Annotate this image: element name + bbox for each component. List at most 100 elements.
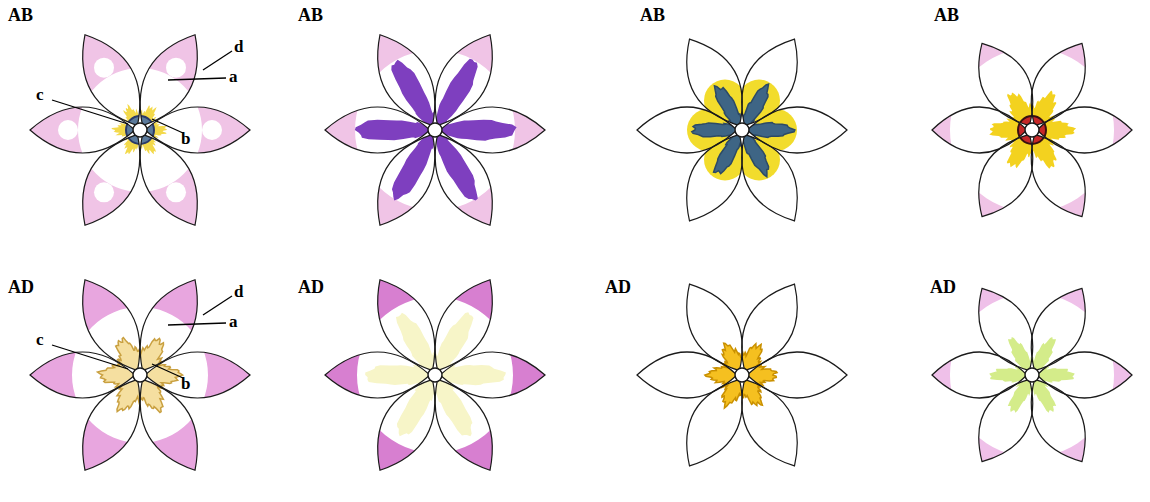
petal-pattern	[912, 10, 1150, 250]
color-spot	[94, 182, 114, 202]
petal-outline	[83, 379, 140, 470]
petal-pattern	[912, 255, 1150, 495]
part-label: a	[229, 68, 238, 87]
part-label: b	[181, 375, 190, 394]
part-label: d	[234, 283, 243, 302]
petal-outline	[435, 280, 492, 371]
petal-outline	[687, 39, 743, 126]
flower-center	[133, 123, 147, 137]
panel-label: AB	[8, 6, 33, 26]
color-band	[912, 255, 1150, 495]
petal-outline	[742, 284, 798, 371]
petal-outline	[687, 379, 743, 466]
color-spot	[202, 120, 222, 140]
petal-outline	[145, 107, 250, 153]
flower-center	[1025, 123, 1039, 137]
part-label: c	[36, 331, 44, 350]
petal-outline	[325, 107, 430, 153]
flower	[20, 10, 260, 250]
petal-outline	[378, 35, 435, 126]
petal-outline	[440, 352, 545, 398]
leader-line	[52, 345, 128, 369]
flower-center	[1025, 368, 1039, 382]
leader-line	[152, 364, 183, 378]
color-band	[315, 10, 555, 250]
center-ring	[126, 116, 154, 144]
leader-line	[203, 296, 232, 315]
petal-outline	[932, 107, 1027, 153]
leader-line	[52, 100, 128, 124]
color-spot	[58, 120, 78, 140]
petal-outline	[378, 134, 435, 225]
leader-line	[168, 78, 226, 80]
petal-outline	[687, 284, 743, 371]
petal-outline	[742, 134, 798, 221]
leader-line	[152, 119, 183, 133]
petal-outline	[435, 379, 492, 470]
panel-label: AD	[298, 278, 324, 298]
petal-outline	[979, 288, 1033, 370]
flower-center	[133, 368, 147, 382]
petal-outline	[932, 352, 1027, 398]
flower	[315, 255, 555, 495]
petal-pattern	[315, 255, 555, 495]
flower	[912, 255, 1150, 495]
petal-outline	[979, 379, 1033, 461]
petal-outline	[378, 280, 435, 371]
petal-outline	[747, 352, 847, 398]
flower	[315, 10, 555, 250]
petal-outline	[637, 352, 737, 398]
petal-outline	[30, 352, 135, 398]
petal-outline	[979, 43, 1033, 125]
color-band	[20, 255, 260, 495]
center-pattern	[355, 59, 517, 201]
petal-outline	[30, 107, 135, 153]
part-label: a	[229, 313, 238, 332]
panel-label: AD	[605, 278, 631, 298]
petal-outline	[742, 39, 798, 126]
petal-pattern	[20, 10, 260, 250]
petal-pattern	[705, 343, 777, 408]
center-ring	[1018, 116, 1046, 144]
color-spot	[94, 58, 114, 78]
color-spot	[166, 58, 186, 78]
part-label: c	[36, 86, 44, 105]
petal-outline	[1031, 379, 1085, 461]
flower-center	[735, 123, 749, 137]
panel-label: AB	[298, 6, 323, 26]
petal-outline	[325, 352, 430, 398]
petal-outline	[687, 134, 743, 221]
panel-label: AB	[934, 6, 959, 26]
petal-outline	[1031, 134, 1085, 216]
flower	[20, 255, 260, 495]
petal-pattern	[315, 10, 555, 250]
center-pattern	[705, 343, 777, 408]
petal-outline	[1037, 107, 1132, 153]
petal-pattern	[20, 255, 260, 495]
color-band	[315, 255, 555, 495]
part-label: d	[234, 38, 243, 57]
leader-line	[203, 51, 232, 70]
petal-outline	[979, 134, 1033, 216]
petal-outline	[435, 134, 492, 225]
flower	[912, 10, 1150, 250]
panel-label: AB	[640, 6, 665, 26]
flower	[637, 39, 847, 221]
petal-outline	[742, 379, 798, 466]
petal-outline	[145, 352, 250, 398]
part-label: b	[181, 130, 190, 149]
panel-label: AD	[8, 278, 34, 298]
petal-outline	[637, 107, 737, 153]
petal-outline	[440, 107, 545, 153]
flower-center	[428, 368, 442, 382]
center-pattern	[365, 312, 506, 436]
flower-center	[428, 123, 442, 137]
leader-line	[168, 323, 226, 325]
petal-outline	[378, 379, 435, 470]
petal-outline	[747, 107, 847, 153]
center-pattern	[989, 337, 1074, 413]
color-band	[912, 10, 1150, 250]
petal-outline	[435, 35, 492, 126]
